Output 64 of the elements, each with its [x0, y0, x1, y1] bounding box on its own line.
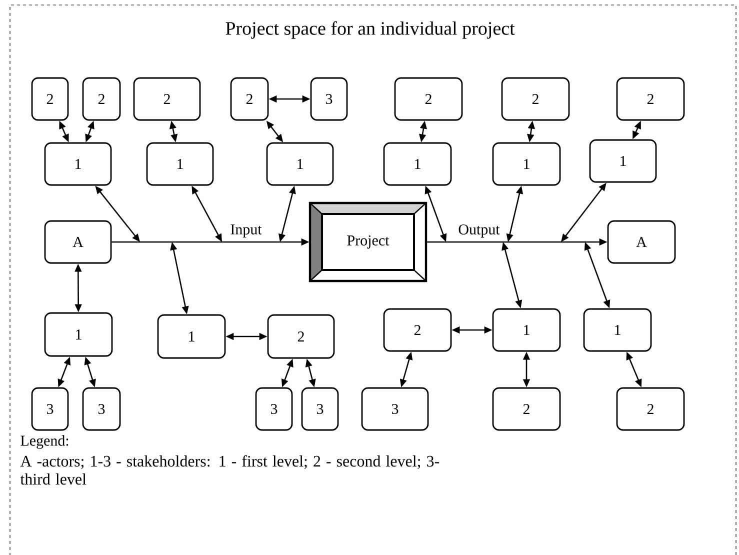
arrow — [452, 326, 492, 334]
arrow — [278, 186, 296, 242]
stakeholder-box: 3 — [361, 387, 429, 431]
arrow — [169, 120, 178, 142]
stakeholder-box: 2 — [616, 77, 685, 121]
stakeholder-box: 2 — [492, 387, 561, 431]
stakeholder-box: 3 — [82, 387, 121, 431]
actor-box: A — [44, 220, 112, 264]
stakeholder-box: 3 — [31, 387, 69, 431]
stakeholder-box: 3 — [255, 387, 293, 431]
arrow — [506, 186, 523, 242]
stakeholder-box: 2 — [133, 77, 201, 121]
arrow — [74, 264, 82, 312]
arrow — [268, 95, 310, 103]
arrow — [626, 352, 642, 388]
arrow — [192, 186, 222, 242]
legend-text: A -actors; 1-3 - stakeholders: 1 - first level; 2 - second level; 3- third level — [20, 455, 440, 485]
stakeholder-box: 2 — [501, 77, 570, 121]
project-box: Project — [308, 202, 428, 282]
arrow — [632, 120, 641, 140]
actor-box: A — [607, 220, 676, 264]
title: Project space for an individual project — [226, 21, 515, 39]
stakeholder-box: 2 — [31, 77, 69, 121]
arrow — [226, 332, 268, 340]
arrow — [305, 358, 316, 388]
stakeholder-box: 2 — [394, 77, 463, 121]
arrow — [95, 186, 140, 242]
stakeholder-box: 2 — [230, 77, 269, 121]
stakeholder-box: 1 — [146, 142, 214, 186]
stakeholder-box: 3 — [301, 387, 339, 431]
arrow — [85, 120, 94, 142]
edge-label: Input — [229, 224, 263, 238]
arrow — [58, 356, 70, 388]
arrow — [502, 242, 522, 308]
stakeholder-box: 1 — [492, 308, 561, 352]
arrow — [266, 120, 284, 142]
arrow — [400, 352, 413, 388]
arrow — [561, 182, 606, 242]
stakeholder-box: 3 — [310, 77, 348, 121]
stakeholder-box: 1 — [157, 314, 226, 359]
arrow — [584, 242, 610, 308]
stakeholder-box: 1 — [492, 142, 561, 186]
arrow — [424, 186, 447, 242]
stakeholder-box: 1 — [266, 142, 334, 186]
arrow — [527, 120, 535, 142]
stakeholder-box: 2 — [82, 77, 121, 121]
legend-heading: Legend: — [20, 435, 68, 449]
stakeholder-box: 1 — [589, 139, 657, 183]
stakeholder-box: 2 — [616, 387, 685, 431]
stakeholder-box: 1 — [44, 312, 113, 357]
stakeholder-box: 1 — [583, 308, 652, 352]
arrow — [84, 356, 96, 388]
axis-arrow — [427, 238, 608, 246]
arrow — [170, 242, 189, 314]
stakeholder-box: 1 — [44, 142, 112, 186]
arrow — [522, 352, 530, 388]
arrow — [419, 120, 427, 142]
arrow — [59, 120, 69, 142]
edge-label: Output — [457, 223, 501, 239]
axis-arrow — [112, 238, 310, 246]
stakeholder-box: 1 — [383, 142, 452, 186]
stakeholder-box: 2 — [383, 308, 452, 352]
arrow — [282, 358, 294, 388]
stakeholder-box: 2 — [267, 314, 335, 359]
